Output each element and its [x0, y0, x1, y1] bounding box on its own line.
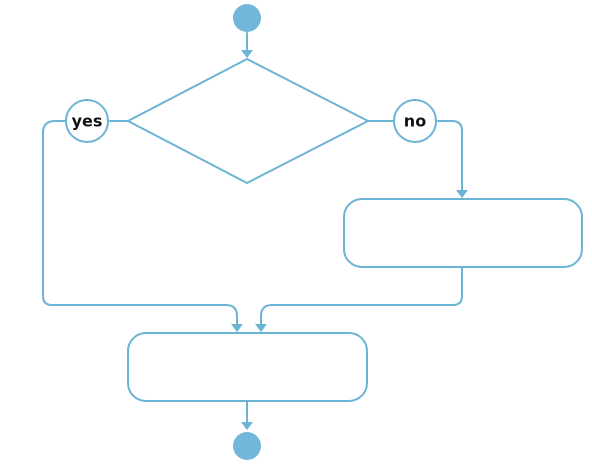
decision-diamond: [125, 57, 371, 185]
arrowhead-decision: [241, 50, 253, 58]
no-label: no: [404, 112, 426, 131]
edge-yes-to-merge: [42, 120, 238, 325]
arrowhead-merge-yes: [231, 324, 243, 332]
nodes: yes no: [65, 4, 583, 460]
no-branch-circle: [393, 99, 437, 143]
edge-process-to-merge: [260, 267, 463, 325]
connectors: [42, 32, 468, 430]
end-node: [233, 432, 261, 460]
arrowhead-merge-no: [255, 324, 267, 332]
start-node: [233, 4, 261, 32]
edge-no-to-process: [437, 120, 463, 191]
process-box-no-branch: [343, 198, 583, 268]
yes-branch-circle: [65, 99, 109, 143]
process-box-merge: [127, 332, 368, 402]
yes-label: yes: [72, 112, 103, 131]
arrowhead-process-no: [456, 190, 468, 198]
arrowhead-end: [241, 422, 253, 430]
